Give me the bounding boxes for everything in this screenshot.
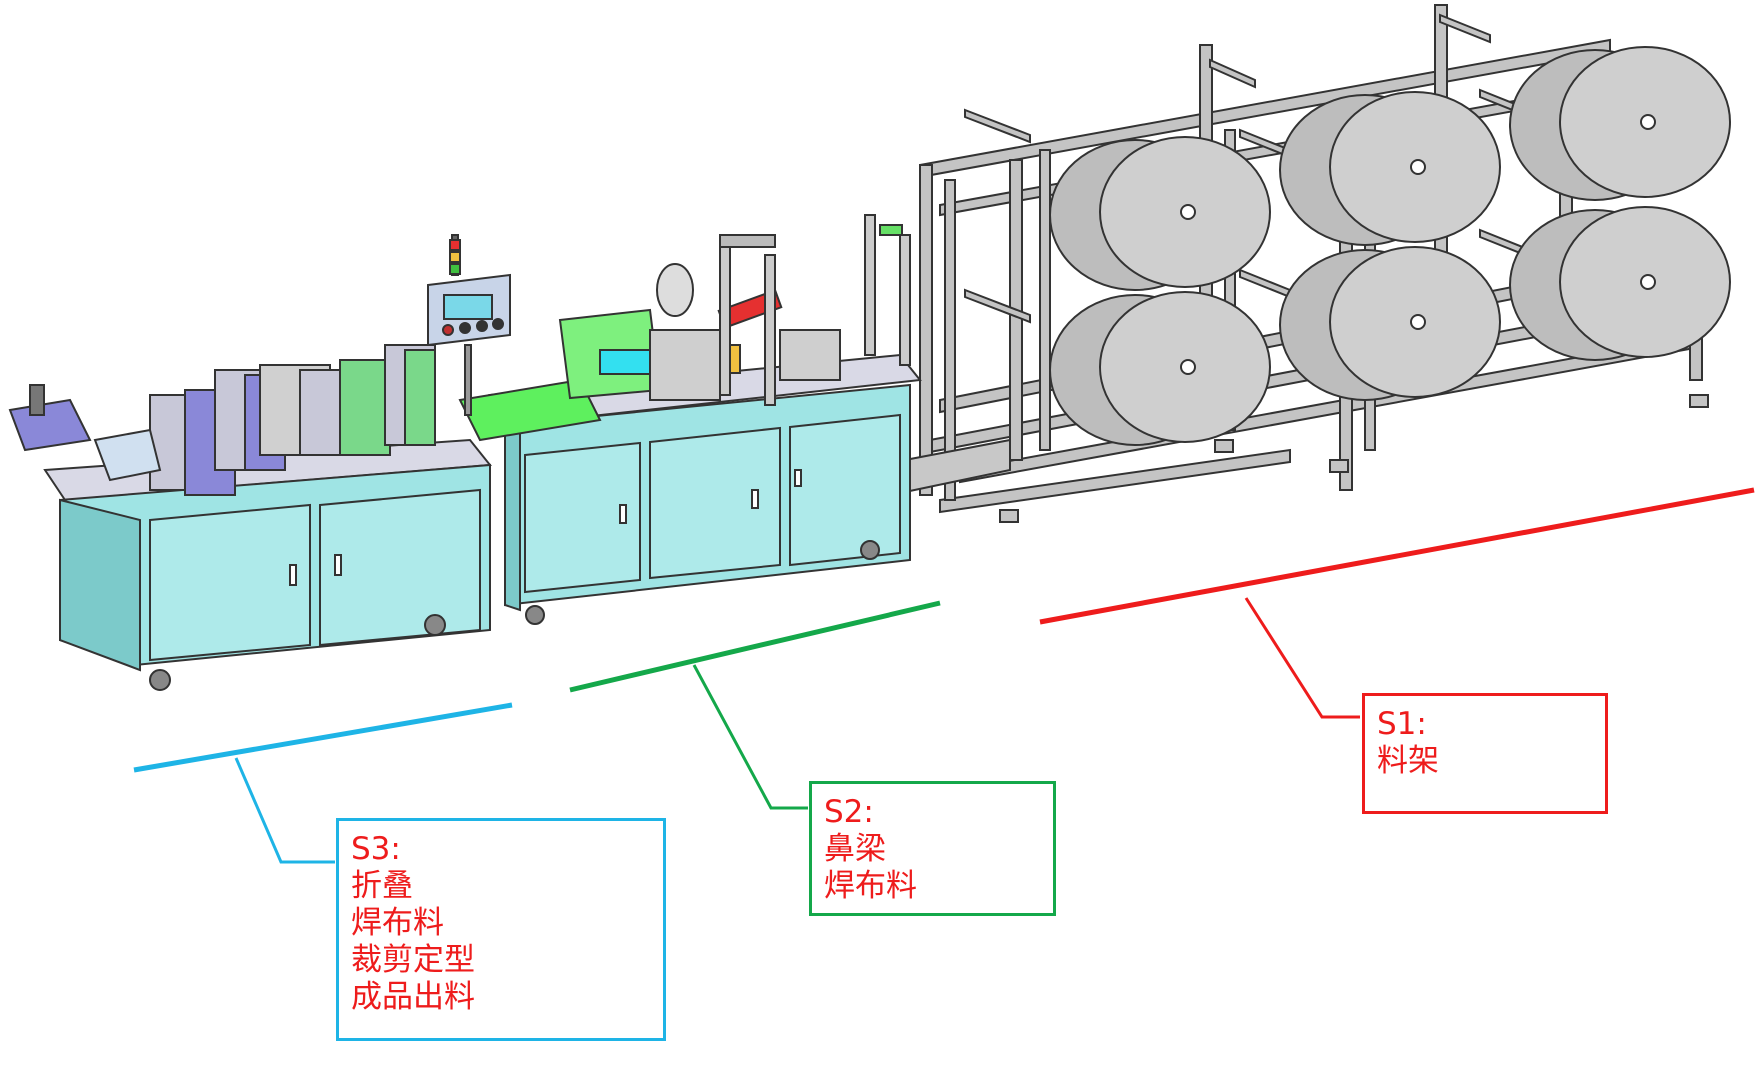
section-s3-leader xyxy=(234,757,335,864)
section-s1-label-box: S1: 料架 xyxy=(1362,693,1608,814)
section-s3-line: 折叠 xyxy=(351,868,413,904)
nose-bridge-machine xyxy=(458,214,1011,625)
folding-machine xyxy=(8,344,492,691)
material-roll xyxy=(1509,206,1731,361)
section-s3-line: 焊布料 xyxy=(351,905,444,941)
section-s1-leader xyxy=(1244,597,1360,719)
section-s3-line: 裁剪定型 xyxy=(351,942,475,978)
control-panel xyxy=(427,234,511,416)
section-s1-id: S1: xyxy=(1377,706,1427,742)
material-roll xyxy=(1279,91,1501,246)
section-s3-underline xyxy=(133,702,513,773)
section-s1-line: 料架 xyxy=(1377,743,1439,779)
section-s2-line: 焊布料 xyxy=(824,868,917,904)
section-s1-underline xyxy=(1039,487,1755,625)
section-s2-label-box: S2: 鼻梁 焊布料 xyxy=(809,781,1056,916)
section-s2-marker xyxy=(569,600,941,693)
section-s3-label-box: S3: 折叠 焊布料 裁剪定型 成品出料 xyxy=(336,818,666,1041)
section-s2-underline xyxy=(569,600,941,693)
material-roll xyxy=(1049,136,1271,291)
section-s3-line: 成品出料 xyxy=(351,979,475,1015)
material-rolls xyxy=(1049,46,1731,446)
material-roll xyxy=(1509,46,1731,201)
section-s2-leader xyxy=(692,664,808,810)
material-roll xyxy=(1279,246,1501,401)
section-s1-marker xyxy=(1039,487,1755,625)
section-s3-id: S3: xyxy=(351,831,401,867)
material-roll xyxy=(1049,291,1271,446)
section-s3-marker xyxy=(133,702,513,773)
section-s2-id: S2: xyxy=(824,794,874,830)
section-s2-line: 鼻梁 xyxy=(824,831,886,867)
